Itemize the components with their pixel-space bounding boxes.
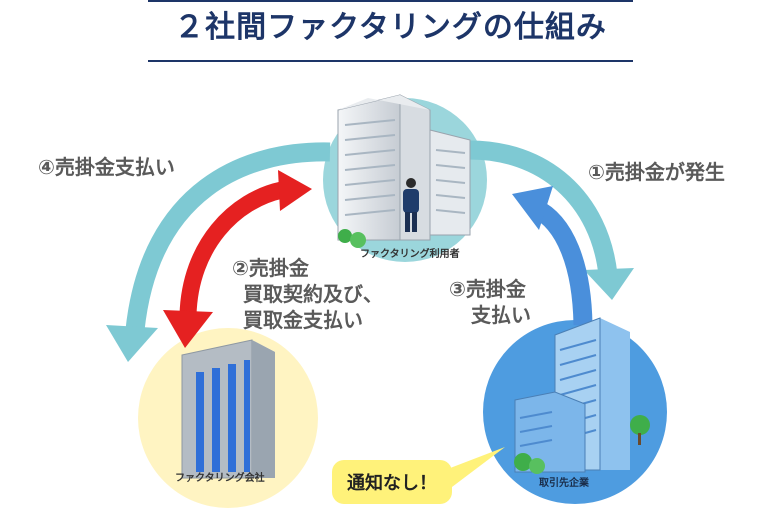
client-node-label: 取引先企業 bbox=[539, 478, 589, 489]
step4-label: ④売掛金支払い bbox=[38, 155, 175, 179]
step2-label-line3: 買取金支払い bbox=[243, 308, 363, 332]
teal-arrow-right bbox=[464, 140, 618, 277]
step3-label-line1: ③売掛金 bbox=[449, 277, 526, 301]
callout-tail bbox=[445, 447, 505, 490]
teal-arrow-right-head bbox=[584, 268, 634, 300]
person-icon bbox=[403, 178, 419, 232]
user-node-label: ファクタリング利用者 bbox=[360, 249, 460, 260]
red-arrow bbox=[179, 181, 285, 316]
factoring-building-icon bbox=[181, 339, 275, 479]
teal-arrow-left-head bbox=[106, 325, 158, 362]
red-arrow-head-top bbox=[278, 170, 312, 211]
step3-label-line2: 支払い bbox=[471, 303, 531, 327]
no-notice-callout: 通知なし！ bbox=[332, 460, 452, 504]
step1-label: ①売掛金が発生 bbox=[588, 160, 725, 184]
blue-arrow bbox=[530, 199, 593, 326]
title-bottom-rule bbox=[148, 60, 633, 62]
factoring-node-label: ファクタリング会社 bbox=[175, 473, 265, 484]
blue-arrow-head bbox=[512, 186, 553, 230]
page-title: ２社間ファクタリングの仕組み bbox=[174, 10, 607, 45]
title-top-rule bbox=[148, 0, 633, 2]
step2-label-line1: ②売掛金 bbox=[232, 256, 309, 280]
red-arrow-head-bottom bbox=[163, 310, 213, 348]
step2-label-line2: 買取契約及び、 bbox=[243, 282, 383, 306]
teal-arrow-left bbox=[125, 142, 331, 332]
client-building-icon bbox=[514, 317, 650, 474]
